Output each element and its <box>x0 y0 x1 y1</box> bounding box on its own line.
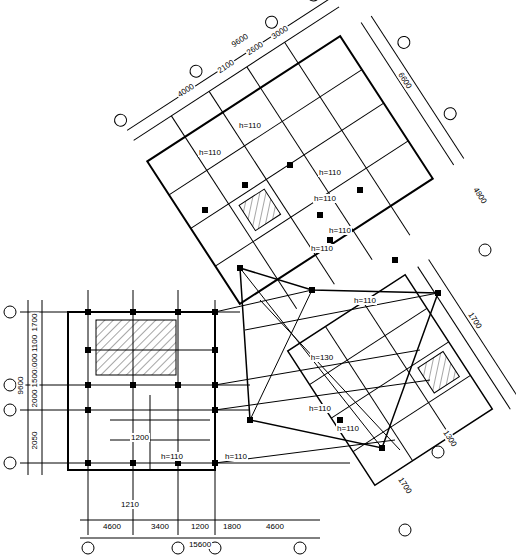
dimension: 1100 <box>30 333 39 352</box>
slab-thickness: h=110 <box>310 244 334 253</box>
dimension: 1700 <box>30 312 39 332</box>
column <box>175 382 181 388</box>
slab-thickness: h=110 <box>318 168 342 177</box>
column <box>435 290 441 296</box>
dimension: 2000 <box>30 388 39 408</box>
column <box>247 417 253 423</box>
column <box>85 347 91 353</box>
slab-thickness: h=110 <box>160 452 184 461</box>
column <box>212 309 218 315</box>
column <box>130 309 136 315</box>
dimension: 2100 <box>215 57 237 75</box>
dimension: 1200 <box>130 433 150 442</box>
dimension: 9600 <box>16 375 25 395</box>
column <box>85 382 91 388</box>
column <box>327 237 333 243</box>
column <box>85 460 91 466</box>
slab-thickness: h=110 <box>238 121 262 130</box>
dimension: 6600 <box>396 69 414 91</box>
column <box>212 460 218 466</box>
slab-thickness: h=110 <box>313 194 337 203</box>
slab-thickness: h=110 <box>353 296 377 305</box>
column <box>212 382 218 388</box>
dimension: 4000 <box>175 81 197 99</box>
dimension: 1210 <box>120 500 140 509</box>
column <box>85 407 91 413</box>
column <box>175 460 181 466</box>
slab-thickness: h=110 <box>198 148 222 157</box>
dimension: 1200 <box>190 522 210 531</box>
column <box>212 347 218 353</box>
column <box>212 407 218 413</box>
column <box>175 309 181 315</box>
column <box>237 265 243 271</box>
dimension: 1700 <box>466 309 484 331</box>
slab-thickness: h=110 <box>308 404 332 413</box>
dimension: 1800 <box>222 522 242 531</box>
column <box>392 257 398 263</box>
dimension: 1300 <box>441 427 459 449</box>
dimension: 15600 <box>188 540 212 549</box>
column <box>287 162 293 168</box>
slab-thickness: h=110 <box>336 424 360 433</box>
dimension: 3000 <box>269 23 291 41</box>
dimension: 1700 <box>396 474 414 496</box>
dimension: 4800 <box>471 184 489 206</box>
column <box>242 182 248 188</box>
column <box>309 287 315 293</box>
column <box>130 460 136 466</box>
column <box>202 207 208 213</box>
column <box>337 417 343 423</box>
column <box>317 212 323 218</box>
column <box>357 187 363 193</box>
slab-thickness: h=110 <box>328 226 352 235</box>
column <box>379 445 385 451</box>
dimension: 1500 <box>30 368 39 388</box>
column <box>130 382 136 388</box>
dimension: 2600 <box>244 39 266 57</box>
slab-thickness: h=110 <box>224 452 248 461</box>
dimension: 4600 <box>102 522 122 531</box>
dimension: 2050 <box>30 430 39 450</box>
slab-thickness: h=130 <box>310 353 334 362</box>
dimension: 4600 <box>265 522 285 531</box>
column <box>85 309 91 315</box>
dimension: 3400 <box>150 522 170 531</box>
